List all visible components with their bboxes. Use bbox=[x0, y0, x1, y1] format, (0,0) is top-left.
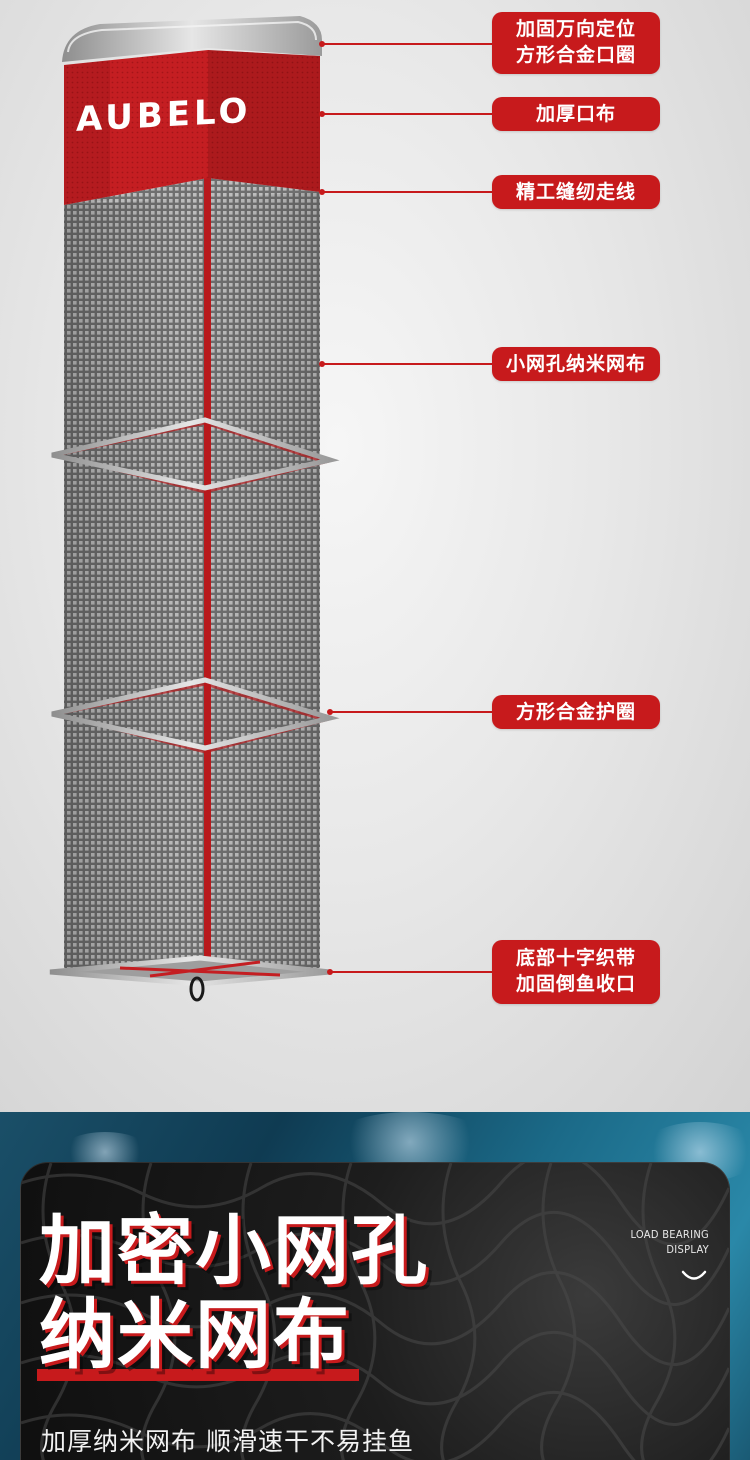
callout-nano-mesh: 小网孔纳米网布 bbox=[492, 347, 660, 381]
product-diagram-section: AUBELO 加固万向定位 方形合金口圈 加厚口布 精工缝纫走线 小网孔纳米网布… bbox=[0, 0, 750, 1112]
alloy-top-rim bbox=[62, 16, 322, 62]
callout-stitching: 精工缝纫走线 bbox=[492, 175, 660, 209]
leader-lines bbox=[322, 43, 492, 973]
fish-net-keeper-illustration bbox=[49, 16, 492, 1002]
callout-alloy-ring: 加固万向定位 方形合金口圈 bbox=[492, 12, 660, 74]
seam-line bbox=[204, 178, 211, 974]
mesh-body bbox=[64, 178, 320, 972]
red-collar bbox=[64, 50, 320, 205]
guard-ring-lower bbox=[51, 677, 340, 754]
brand-logo: AUBELO bbox=[76, 90, 252, 140]
headline-underline bbox=[37, 1369, 359, 1381]
feature-headline-line1: 加密小网孔 bbox=[39, 1206, 429, 1295]
net-mesh-texture bbox=[21, 1163, 729, 1460]
callout-guard-ring: 方形合金护圈 bbox=[492, 695, 660, 729]
smile-icon bbox=[681, 1270, 707, 1280]
load-bearing-badge: LOAD BEARING DISPLAY bbox=[630, 1228, 709, 1256]
feature-subline: 加厚纳米网布 顺滑速干不易挂鱼 bbox=[41, 1427, 414, 1456]
callout-bottom-strap: 底部十字织带 加固倒鱼收口 bbox=[492, 940, 660, 1004]
feature-banner-section: 加密小网孔 纳米网布 LOAD BEARING DISPLAY 加厚纳米网布 顺… bbox=[0, 1112, 750, 1460]
guard-ring-upper bbox=[51, 417, 340, 494]
callout-thick-cloth: 加厚口布 bbox=[492, 97, 660, 131]
feature-headline-line2: 纳米网布 bbox=[39, 1290, 351, 1379]
feature-card: 加密小网孔 纳米网布 LOAD BEARING DISPLAY 加厚纳米网布 顺… bbox=[20, 1162, 730, 1460]
